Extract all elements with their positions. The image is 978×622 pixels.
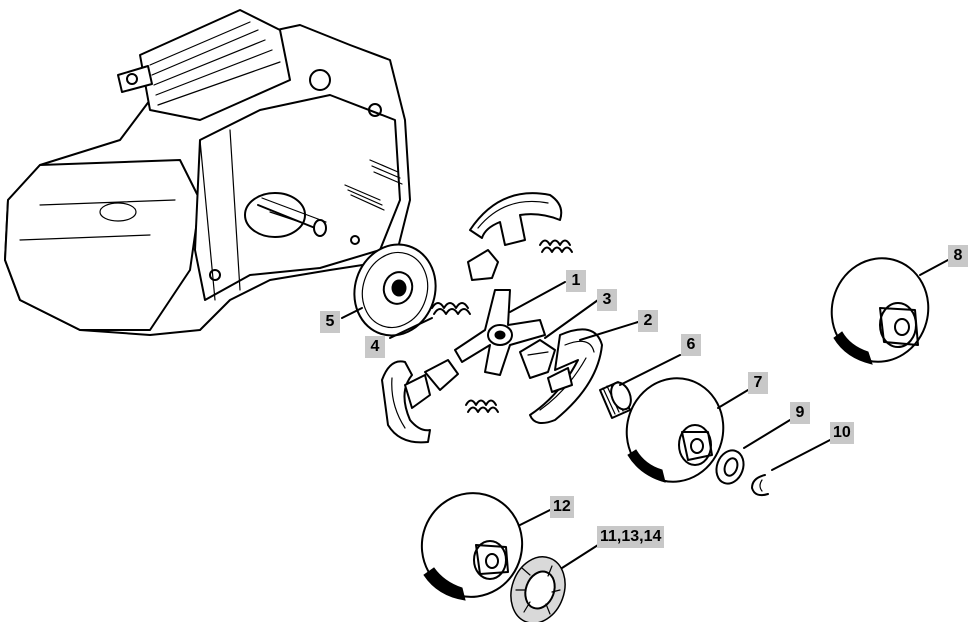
part-10-e-clip: [751, 474, 769, 497]
label-1: 1: [566, 270, 586, 292]
label-4: 4: [365, 336, 385, 358]
label-6: 6: [681, 334, 701, 356]
part-12-clutch-drum: [420, 492, 524, 601]
leader-8: [919, 259, 949, 276]
part-7-clutch-drum: [625, 377, 725, 483]
leader-1: [509, 281, 566, 313]
leader-6: [619, 354, 681, 386]
leader-7: [717, 389, 749, 409]
label-10: 10: [830, 422, 854, 444]
label-7: 7: [748, 372, 768, 394]
part-5-clutch-disc: [353, 243, 437, 337]
leader-10: [771, 439, 831, 471]
label-8: 8: [948, 245, 968, 267]
leader-2: [579, 321, 639, 341]
part-4-spring: [431, 302, 471, 315]
leader-11-13-14: [561, 544, 599, 569]
label-5: 5: [320, 311, 340, 333]
label-11-13-14: 11,13,14: [597, 526, 665, 548]
upper-clutch-shoe: [467, 192, 573, 281]
leader-9: [743, 419, 791, 449]
part-6-needle-bearing: [599, 381, 632, 419]
label-2: 2: [638, 310, 658, 332]
part-3-clip: [519, 339, 556, 379]
leader-4: [389, 317, 433, 339]
part-8-clutch-drum: [830, 257, 930, 365]
engine-housing: [4, 9, 411, 336]
lower-clutch-shoe: [381, 359, 499, 444]
label-3: 3: [597, 289, 617, 311]
label-12: 12: [550, 496, 574, 518]
part-1-clutch-hub: [454, 289, 546, 376]
part-2-clutch-shoe: [529, 328, 603, 425]
leader-5: [341, 307, 363, 319]
label-9: 9: [790, 402, 810, 424]
part-11-13-14-rim-sprocket: [510, 556, 566, 622]
part-9-washer: [715, 449, 745, 485]
leader-12: [519, 509, 551, 526]
leader-3: [544, 299, 599, 339]
leader-lines: [341, 259, 949, 569]
